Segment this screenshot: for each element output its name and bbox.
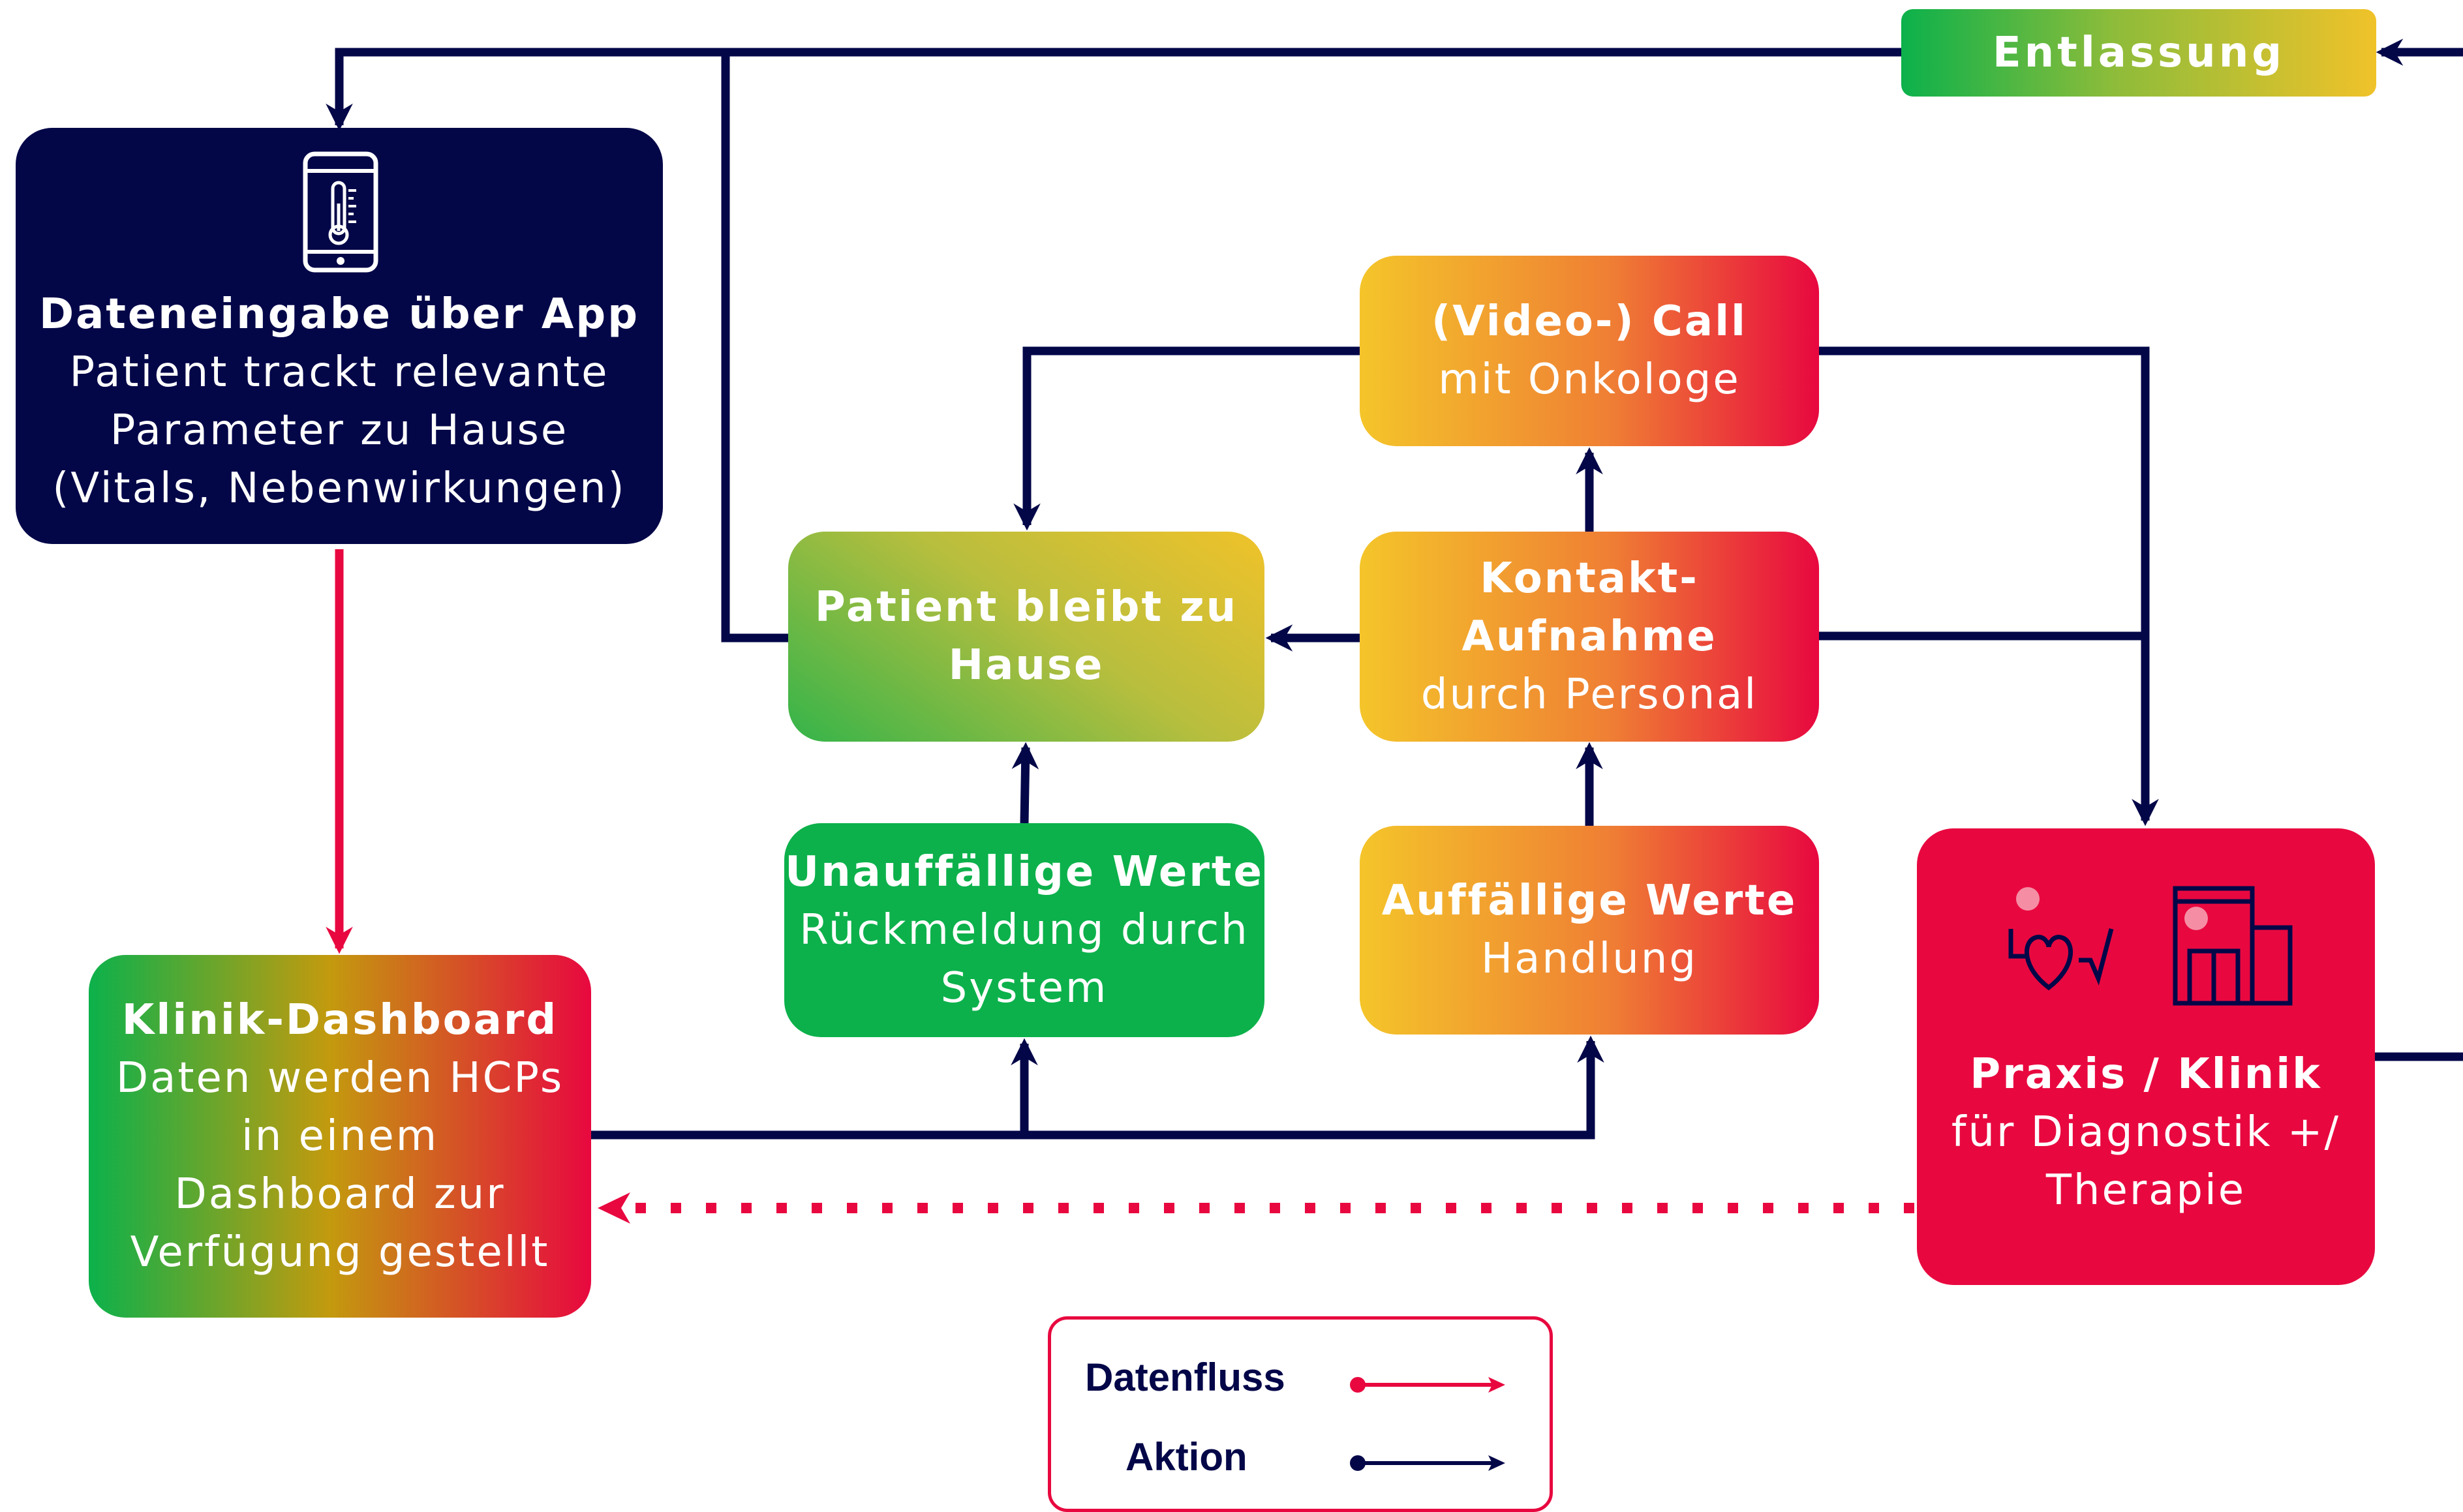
connector-video-to-stay — [1013, 346, 1360, 531]
unremarkable-node-title: Unauffällige Werte — [785, 847, 1264, 896]
staff-contact-node: Kontakt- Aufnahme durch Personal — [1360, 532, 1819, 742]
app-node-line-3: (Vitals, Nebenwirkungen) — [52, 464, 626, 513]
connector-video-to-praxis — [1819, 346, 2159, 826]
video-call-node-title: (Video-) Call — [1431, 297, 1747, 346]
remarkable-node-title: Auffällige Werte — [1381, 877, 1798, 925]
dashboard-node-line-4: Verfügung gestellt — [130, 1228, 550, 1277]
praxis-node-line-2: Therapie — [2045, 1166, 2246, 1215]
hospital-building-icon — [2173, 886, 2293, 1006]
video-call-node-line-1: mit Onkologe — [1438, 355, 1741, 404]
connector-dashboard-to-unremarkable — [591, 1038, 1038, 1140]
smartphone-thermometer-icon — [303, 151, 378, 273]
unremarkable-node-line-2: System — [940, 963, 1109, 1012]
legend-dataflow-arrow — [1350, 1377, 1505, 1393]
contact-title-line-2: Aufnahme — [1461, 612, 1717, 661]
connector-discharge-to-app — [326, 48, 1901, 131]
practice-clinic-node: Praxis / Klinik für Diagnostik +/ Therap… — [1917, 828, 2375, 1285]
unremarkable-node-line-1: Rückmeldung durch — [799, 905, 1249, 954]
connector-unremarkable-to-stay — [1011, 742, 1039, 824]
app-node-line-1: Patient trackt relevante — [69, 348, 609, 397]
praxis-node-title: Praxis / Klinik — [1970, 1050, 2322, 1098]
praxis-node-line-1: für Diagnostik +/ — [1951, 1108, 2341, 1157]
dataflow-praxis-to-dashboard-arrowhead — [598, 1192, 630, 1224]
stay-home-title-line-1: Patient bleibt zu — [814, 583, 1238, 631]
app-node-title: Dateneingabe über App — [38, 290, 640, 339]
dashboard-node-line-1: Daten werden HCPs — [115, 1053, 564, 1102]
discharge-node: Entlassung — [1901, 9, 2376, 97]
dashboard-node-line-3: Dashboard zur — [174, 1170, 506, 1218]
heart-vitals-icon — [2008, 887, 2114, 991]
contact-node-line-1: durch Personal — [1420, 670, 1758, 719]
app-node-line-2: Parameter zu Hause — [110, 406, 569, 455]
legend-action-label: Aktion — [1125, 1435, 1247, 1479]
video-call-node: (Video-) Call mit Onkologe — [1360, 256, 1819, 446]
unremarkable-values-node: Unauffällige Werte Rückmeldung durch Sys… — [784, 823, 1264, 1037]
connector-stay-to-top — [721, 52, 788, 643]
app-data-entry-node: Dateneingabe über App Patient trackt rel… — [16, 128, 663, 544]
contact-title-line-1: Kontakt- — [1480, 554, 1699, 603]
legend-action-arrow — [1350, 1455, 1505, 1471]
remarkable-values-node: Auffällige Werte Handlung — [1360, 826, 1819, 1035]
clinic-dashboard-node: Klinik-Dashboard Daten werden HCPs in ei… — [89, 955, 591, 1318]
stay-home-title-line-2: Hause — [948, 641, 1105, 689]
legend: Datenfluss Aktion — [1048, 1316, 1553, 1512]
dashboard-node-title: Klinik-Dashboard — [121, 995, 558, 1044]
remarkable-node-line-1: Handlung — [1480, 935, 1698, 983]
discharge-node-title: Entlassung — [1992, 29, 2286, 77]
patient-stays-home-node: Patient bleibt zu Hause — [788, 532, 1264, 742]
legend-dataflow-label: Datenfluss — [1085, 1355, 1285, 1399]
connector-dashboard-to-remarkable — [1018, 1035, 1604, 1140]
dashboard-node-line-2: in einem — [241, 1111, 439, 1160]
